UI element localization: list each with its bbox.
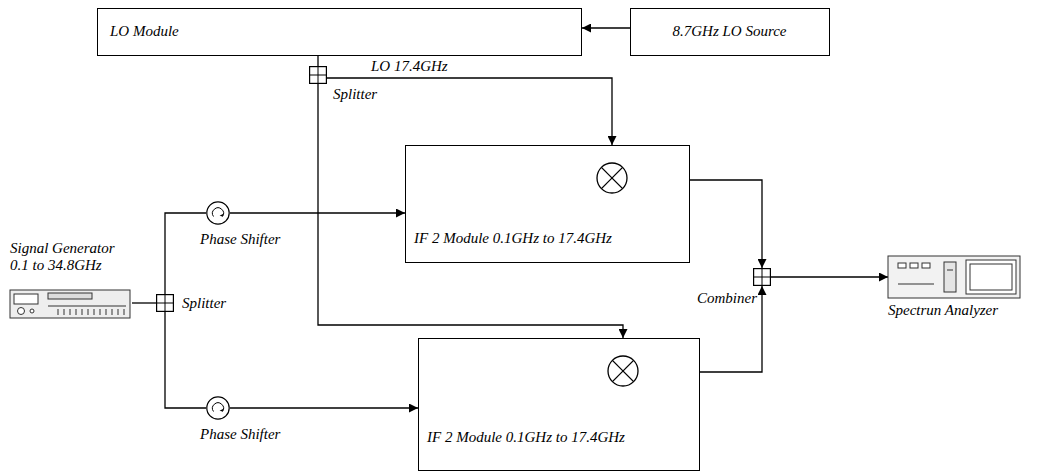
source-box: 8.7GHz LO Source (630, 8, 830, 56)
node-label: Phase Shifter (200, 231, 280, 248)
instrument: Spectrun Analyzer (888, 256, 1020, 298)
node-label: Splitter (182, 295, 226, 312)
signal-line (690, 180, 762, 268)
signal-line (165, 213, 206, 294)
splitter-outline (156, 294, 174, 312)
node-label: Signal Generator 0.1 to 34.8GHz (10, 240, 128, 275)
node-label: Spectrun Analyzer (888, 302, 998, 319)
splitter-symbol: Splitter (309, 66, 327, 84)
signal-line (318, 84, 623, 338)
signal-line (317, 56, 318, 66)
splitter-symbol: Splitter (156, 294, 174, 312)
signal-generator-icon (10, 290, 130, 318)
module-box: LO Module (97, 8, 582, 56)
node-label: IF 2 Module 0.1GHz to 17.4GHz (427, 429, 625, 446)
phase-shifter: Phase Shifter (206, 396, 230, 420)
mixer-symbol (608, 356, 638, 386)
phase-shifter-outline (206, 201, 230, 225)
instrument: Signal Generator 0.1 to 34.8GHz (8, 238, 132, 322)
node-label: 8.7GHz LO Source (672, 23, 786, 40)
splitter-outline (309, 66, 327, 84)
phase-shifter-outline (206, 396, 230, 420)
module-box: IF 2 Module 0.1GHz to 17.4GHz (418, 338, 700, 471)
phase-shifter: Phase Shifter (206, 201, 230, 225)
combiner-symbol: Combiner (753, 268, 771, 286)
node-label: LO Module (110, 23, 179, 40)
node-label: IF 2 Module 0.1GHz to 17.4GHz (414, 230, 612, 247)
node-label: Combiner (697, 290, 757, 307)
node-label: Phase Shifter (200, 426, 280, 443)
signal-line (327, 78, 612, 145)
mixer-symbol (597, 163, 627, 193)
signal-line (132, 302, 156, 303)
signal-line (230, 407, 418, 408)
spectrum-analyzer-icon (888, 256, 1020, 298)
signal-line (230, 212, 405, 213)
signal-line (165, 312, 206, 408)
signal-line (582, 27, 630, 28)
splitter-outline (753, 268, 771, 286)
signal-label: LO 17.4GHz (369, 58, 450, 75)
node-label: Splitter (333, 86, 377, 103)
module-box: IF 2 Module 0.1GHz to 17.4GHz (405, 145, 690, 263)
signal-line (771, 276, 888, 277)
